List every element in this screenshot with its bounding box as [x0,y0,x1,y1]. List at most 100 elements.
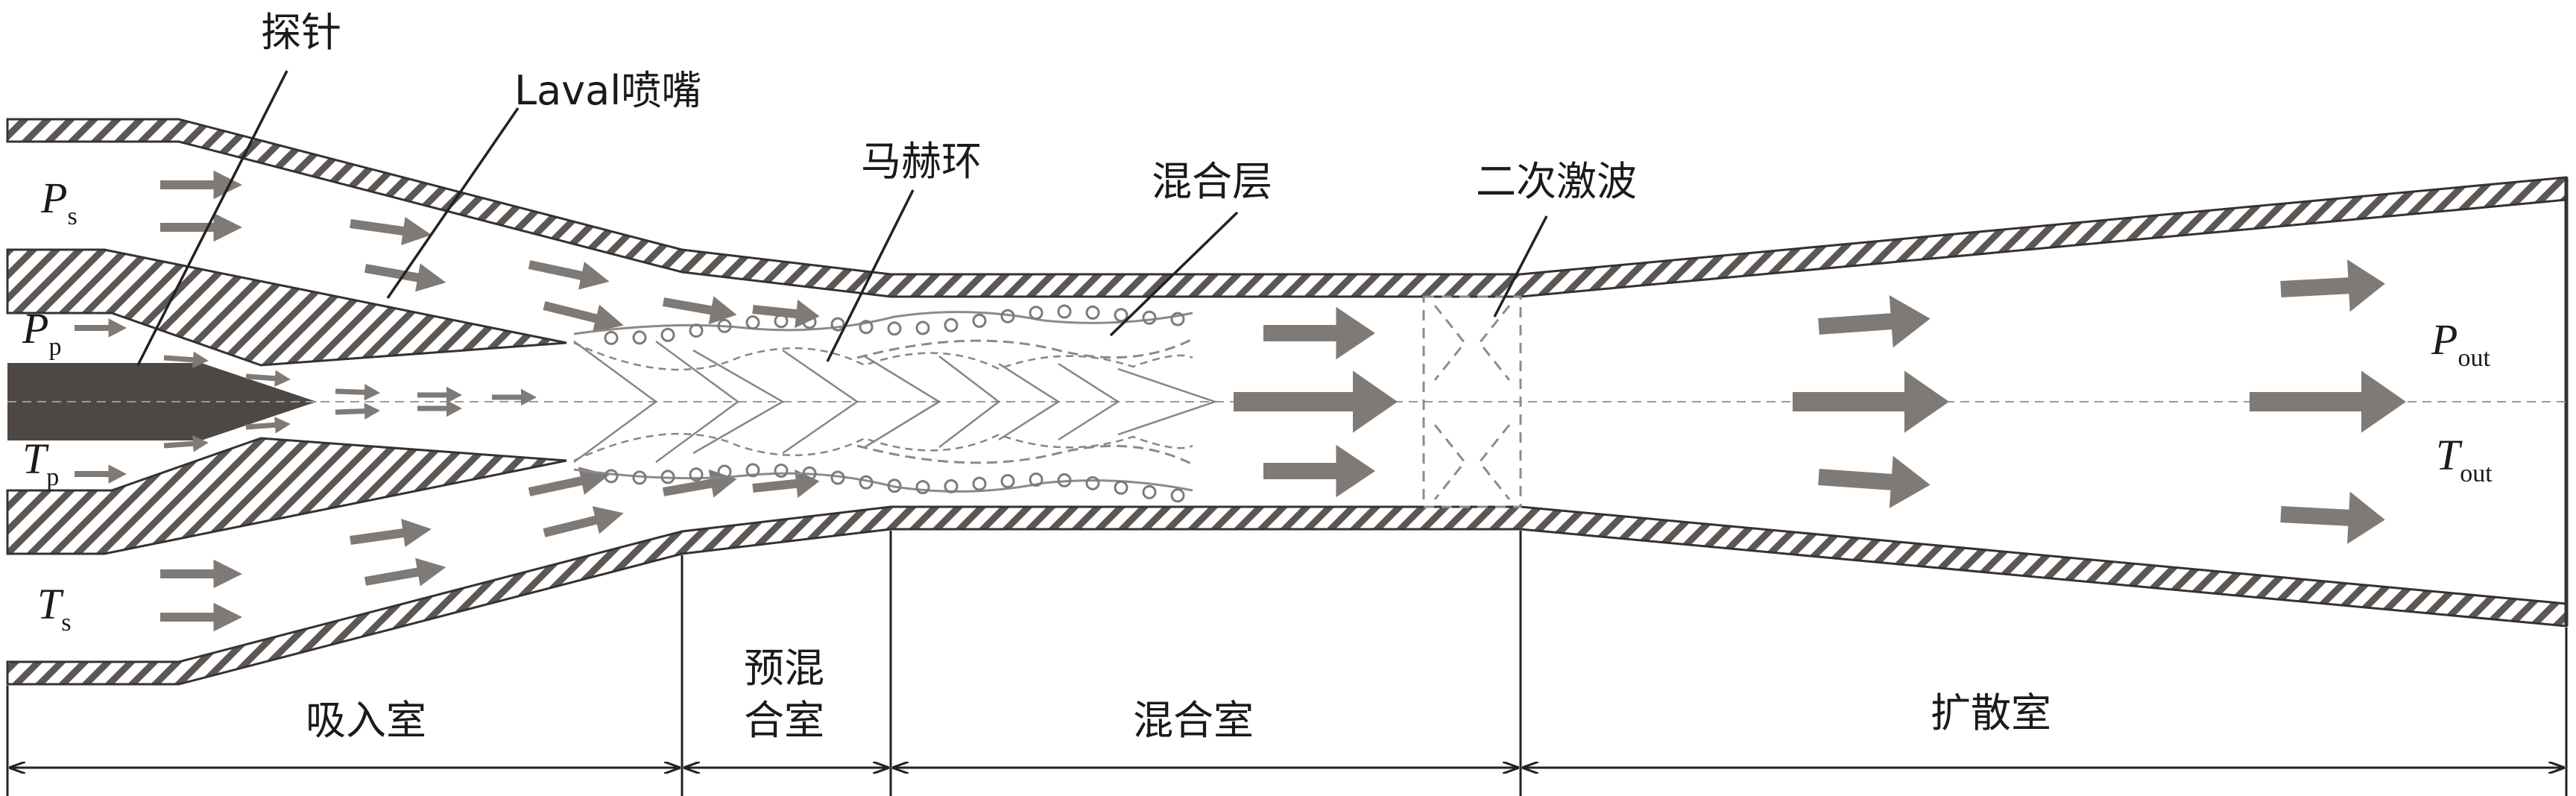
mixing-circle [1142,310,1157,325]
leader-laval [386,107,520,299]
section-mixing-chamber: 混合室 [1133,697,1254,744]
var-ts: Ts [37,580,72,637]
mixing-layer-circles [604,304,1185,503]
mixing-circle [1029,473,1044,487]
flow-arrow-3 [364,263,446,292]
flow-arrow-28 [1234,370,1398,433]
label-laval-nozzle: Laval喷嘴 [514,67,701,114]
mixing-circle [660,470,675,484]
section-dividers [6,531,2568,796]
flow-arrow-19 [163,435,209,452]
flow-arrow-33 [2280,259,2385,312]
section-suction-chamber: 吸入室 [306,697,426,744]
flow-arrow-18 [163,351,209,368]
flow-arrow-4 [528,260,610,290]
mixing-circle [1142,484,1157,499]
var-tp: Tp [22,435,59,491]
mixing-circle [887,478,902,493]
flow-arrow-10 [350,519,432,548]
mixing-circle [717,318,732,333]
flow-arrow-23 [335,402,380,420]
leader-mixing-layer [1109,211,1239,337]
flow-arrow-0 [160,170,242,200]
mixing-circle [915,320,930,335]
mixing-circle [1057,473,1072,487]
nozzle-wall-bottom [6,437,567,555]
mixing-circle [972,476,987,491]
label-mixing-layer: 混合层 [1152,158,1272,205]
flow-arrow-16 [75,318,127,338]
var-ps: Ps [40,174,78,230]
flow-arrow-27 [1263,306,1375,360]
mixing-circle [802,315,817,329]
mixing-circle [632,470,647,485]
mixing-circle [1170,488,1185,503]
flow-arrows [75,170,2406,632]
mixing-circle [830,470,845,485]
mixing-circle [1085,305,1100,320]
flow-arrow-26 [492,388,537,406]
var-pp: Pp [22,304,61,361]
mixing-circle [944,318,959,332]
leader-probe [136,70,288,366]
flow-arrow-12 [528,467,610,496]
mixing-circle [972,313,987,328]
mixing-circle [1114,480,1128,495]
section-diffuser: 扩散室 [1931,689,2051,736]
var-pout: Pout [2431,315,2490,372]
mixing-circle [689,323,704,338]
label-probe: 探针 [261,9,341,56]
mixing-circle [830,317,845,332]
flow-arrow-32 [1818,455,1931,508]
mixing-circle [717,464,732,479]
mixing-circle [915,480,930,495]
mixing-circle [1029,306,1044,320]
mixing-circle [632,330,647,345]
mixing-circle [774,464,789,478]
flow-arrow-35 [2280,491,2385,544]
mixing-circle [660,327,675,342]
flow-arrow-20 [245,370,291,387]
flow-arrow-21 [245,417,291,434]
mixing-circle [1000,474,1015,489]
flow-arrow-34 [2250,370,2406,433]
label-secondary-shock: 二次激波 [1476,158,1637,205]
mixing-circle [944,478,959,493]
flow-arrow-2 [350,216,432,245]
flow-arrow-15 [752,469,820,498]
flow-arrow-9 [160,602,242,632]
var-tout: Tout [2436,431,2493,487]
flow-arrow-30 [1818,295,1931,348]
mixing-circle [604,330,619,345]
flow-arrow-17 [75,464,127,484]
flow-arrow-25 [417,399,462,417]
mixing-circle [1085,476,1100,490]
mixing-circle [745,315,760,330]
mixing-circle [859,475,874,490]
flow-arrow-31 [1793,370,1949,433]
mixing-circle [859,320,874,335]
leader-mach [826,189,915,362]
mach-ring-pattern [573,340,1218,464]
mixing-circle [604,469,619,484]
flow-arrow-5 [543,301,624,332]
leader-shock [1493,215,1548,318]
flow-arrow-22 [335,384,380,401]
flow-arrow-11 [364,557,446,587]
flow-arrow-29 [1263,444,1375,498]
section-premix-line1: 预混 [744,645,824,692]
section-premix-line2: 合室 [744,697,824,744]
mixing-circle [774,314,789,329]
mixing-circle [745,463,760,478]
secondary-shock [1422,295,1522,508]
mixing-circle [689,467,704,482]
label-mach-ring: 马赫环 [861,138,982,185]
flow-arrow-8 [160,559,242,589]
flow-arrow-13 [543,506,624,537]
flow-arrow-1 [160,212,242,242]
mixing-circle [802,466,817,481]
flow-arrow-6 [662,296,737,325]
nozzle-wall-top [6,248,567,367]
mixing-circle [1170,312,1185,326]
